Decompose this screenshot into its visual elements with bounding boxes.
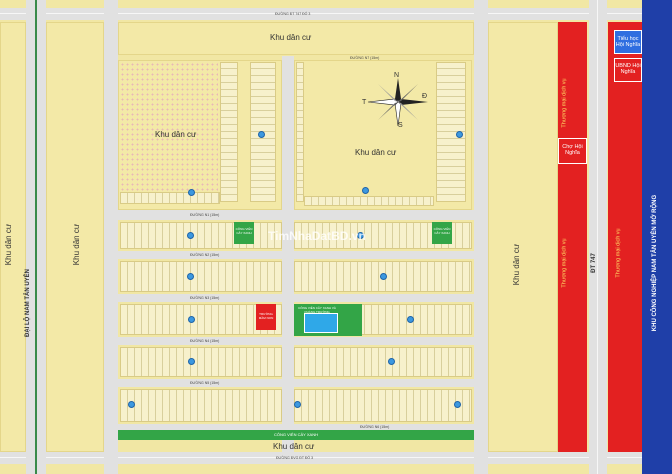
road-dt747 bbox=[589, 0, 607, 474]
road-label-n7: ĐƯỜNG N7 (15m) bbox=[350, 56, 380, 60]
road-n5 bbox=[118, 379, 474, 387]
school-label: TRƯỜNG MẦM NON bbox=[258, 312, 274, 320]
marker-ul-1 bbox=[258, 131, 265, 138]
commerce-column-left bbox=[558, 22, 587, 452]
green-strip-label: CÔNG VIÊN CÂY XANH bbox=[274, 432, 318, 437]
commerce-label-2: Thương mại dịch vụ bbox=[561, 238, 568, 288]
road-n6 bbox=[118, 424, 474, 430]
road-dt747-line bbox=[597, 0, 598, 474]
lots-ul-bottom bbox=[120, 192, 220, 204]
lots-r1-l bbox=[120, 222, 282, 249]
marker-r3-l bbox=[188, 316, 195, 323]
market-box bbox=[558, 138, 587, 164]
block-left-far bbox=[0, 22, 26, 452]
lots-r5-l bbox=[120, 389, 282, 422]
compass-rose-icon bbox=[367, 78, 428, 127]
industrial-label: KHU CÔNG NGHIỆP NAM TÂN UYÊN MỞ RỘNG bbox=[652, 194, 658, 332]
watermark: TimNhaDatBD.vn bbox=[268, 229, 366, 243]
road-label-n2: ĐƯỜNG N2 (15m) bbox=[190, 253, 220, 257]
commerce-label-3: Thương mại dịch vụ bbox=[615, 228, 622, 278]
park-1-label: CÔNG VIÊN CÂY XANH bbox=[235, 227, 253, 235]
marker-r2-l bbox=[187, 273, 194, 280]
label-residential-top: Khu dân cư bbox=[270, 33, 312, 42]
avenue-median bbox=[35, 0, 37, 474]
park-2-label: CÔNG VIÊN CÂY XANH bbox=[433, 227, 451, 235]
road-label-n4: ĐƯỜNG N4 (15m) bbox=[190, 339, 220, 343]
commerce-label-1: Thương mại dịch vụ bbox=[561, 78, 568, 128]
committee-label: UBND Hội Nghĩa bbox=[615, 63, 641, 75]
road-label-n6: ĐƯỜNG N6 (15m) bbox=[360, 425, 390, 429]
lots-ur-bottom bbox=[304, 196, 434, 206]
lots-r5-r bbox=[294, 389, 472, 422]
bottom-road-label: ĐƯỜNG ĐVG ĐT ĐÓ 3 bbox=[276, 456, 314, 460]
road-n2 bbox=[118, 251, 474, 259]
road-n3 bbox=[118, 294, 474, 302]
road-top-line bbox=[0, 13, 672, 14]
marker-r1-r bbox=[357, 232, 364, 239]
park-3-label: CÔNG VIÊN CÂY XANH VÀ QUẢNG TRƯỜNG bbox=[298, 306, 336, 314]
commerce-column-right bbox=[608, 22, 642, 452]
marker-r5-3 bbox=[454, 401, 461, 408]
road-n4 bbox=[118, 337, 474, 345]
road-right-inner bbox=[474, 0, 488, 474]
lots-r3-l bbox=[120, 304, 282, 335]
label-dt747: ĐT 747 bbox=[590, 253, 597, 273]
label-residential-bottom: Khu dân cư bbox=[273, 442, 315, 451]
marker-ur-2 bbox=[456, 131, 463, 138]
marker-ur-1 bbox=[362, 187, 369, 194]
marker-ul-2 bbox=[188, 189, 195, 196]
park-1 bbox=[234, 222, 254, 244]
block-left-mid bbox=[46, 22, 104, 452]
compass-w: T bbox=[362, 99, 367, 106]
market-label: Chợ Hội Nghĩa bbox=[562, 144, 583, 156]
compass-s: S bbox=[398, 122, 403, 129]
road-bottom bbox=[0, 452, 672, 464]
block-right-residential bbox=[488, 22, 558, 452]
road-top bbox=[0, 8, 672, 20]
road-label-n5: ĐƯỜNG N5 (15m) bbox=[190, 381, 220, 385]
road-bottom-line bbox=[0, 457, 672, 458]
marker-r3-r bbox=[407, 316, 414, 323]
block-top-residential bbox=[118, 22, 474, 55]
lots-r2-l bbox=[120, 261, 282, 292]
marker-r5-2 bbox=[294, 401, 301, 408]
school-box-label: Tiểu học Hội Nghĩa bbox=[615, 36, 641, 48]
marker-r1-l bbox=[187, 232, 194, 239]
lots-r4-l bbox=[120, 347, 282, 377]
label-residential-ur: Khu dân cư bbox=[355, 148, 397, 157]
top-road-label: ĐƯỜNG ĐT 747 ĐÓ 3 bbox=[275, 12, 311, 16]
school-zone bbox=[256, 304, 276, 330]
marker-r4-l bbox=[188, 358, 195, 365]
label-residential-left-mid: Khu dân cư bbox=[72, 223, 82, 266]
upper-left-lots bbox=[120, 62, 218, 192]
marker-r4-r bbox=[388, 358, 395, 365]
label-residential-left-far: Khu dân cư bbox=[4, 223, 14, 266]
green-strip-bottom bbox=[118, 430, 474, 440]
marker-r2-r bbox=[380, 273, 387, 280]
label-residential-ul: Khu dân cư bbox=[155, 130, 197, 139]
lots-r4-r bbox=[294, 347, 472, 377]
park-2 bbox=[432, 222, 452, 244]
compass-e: Đ bbox=[422, 93, 428, 100]
pool-area bbox=[304, 313, 338, 333]
label-dai-lo: ĐẠI LỘ NAM TÂN UYÊN bbox=[25, 269, 31, 337]
committee-box bbox=[614, 58, 642, 82]
road-label-n1: ĐƯỜNG N1 (15m) bbox=[190, 213, 220, 217]
road-left-inner bbox=[104, 0, 118, 474]
lots-ur-1 bbox=[296, 62, 304, 202]
road-label-n3: ĐƯỜNG N3 (15m) bbox=[190, 296, 220, 300]
lots-ul-1 bbox=[220, 62, 238, 202]
industrial-zone bbox=[642, 0, 672, 474]
school-box bbox=[614, 30, 642, 54]
marker-r5-1 bbox=[128, 401, 135, 408]
compass-n: N bbox=[394, 72, 400, 79]
label-residential-right: Khu dân cư bbox=[512, 243, 522, 286]
road-n1 bbox=[118, 210, 474, 220]
park-3b bbox=[340, 304, 362, 336]
